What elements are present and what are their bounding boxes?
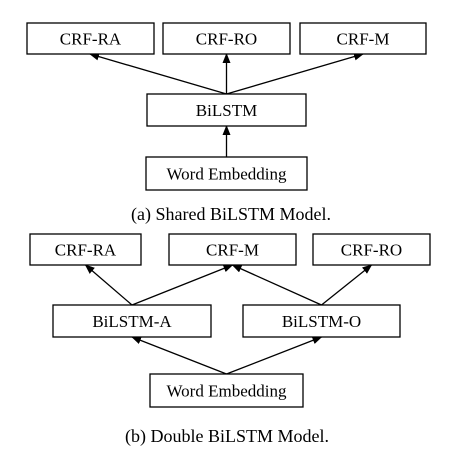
node-b-crf-ro: CRF-RO [312, 233, 431, 266]
node-b-crf-m: CRF-M [168, 233, 297, 266]
node-b-bilstm-o: BiLSTM-O [242, 304, 401, 338]
diagram-b-edges [84, 264, 373, 375]
node-a-bilstm-label: BiLSTM [196, 101, 257, 120]
caption-a: (a) Shared BiLSTM Model. [131, 204, 331, 225]
node-b-crf-ra-label: CRF-RA [55, 241, 117, 260]
node-a-bilstm: BiLSTM [146, 93, 307, 127]
node-a-crf-ro-label: CRF-RO [196, 30, 257, 49]
caption-b: (b) Double BiLSTM Model. [125, 426, 329, 447]
shared-bilstm-diagram: CRF-RA CRF-RO CRF-M BiLSTM Word Embeddin… [26, 22, 427, 225]
node-b-crf-ro-label: CRF-RO [341, 241, 402, 260]
node-a-crf-ro: CRF-RO [162, 22, 291, 55]
double-bilstm-diagram: CRF-RA CRF-M CRF-RO BiLSTM-A BiLSTM-O Wo… [29, 233, 431, 447]
b-edge-bilstm-o-to-crf-m [231, 264, 322, 306]
b-edge-bilstm-a-to-crf-m [131, 264, 234, 306]
a-edge-bilstm-to-crf-ra [89, 52, 227, 95]
node-a-crf-m-label: CRF-M [337, 30, 390, 49]
diagram-a-edges [89, 52, 364, 157]
a-edge-bilstm-to-crf-m [226, 52, 364, 95]
node-b-bilstm-a: BiLSTM-A [52, 304, 212, 338]
b-edge-bilstm-a-to-crf-ra [84, 264, 133, 306]
node-b-crf-ra: CRF-RA [29, 233, 142, 266]
node-b-crf-m-label: CRF-M [206, 241, 259, 260]
node-b-word-embedding-label: Word Embedding [167, 382, 287, 401]
b-edge-word-embedding-to-bilstm-o [226, 336, 323, 375]
b-edge-word-embedding-to-bilstm-a [131, 336, 227, 375]
node-b-word-embedding: Word Embedding [149, 373, 304, 408]
node-a-word-embedding: Word Embedding [145, 156, 308, 191]
b-edge-bilstm-o-to-crf-ro [321, 264, 373, 306]
node-b-bilstm-a-label: BiLSTM-A [92, 312, 172, 331]
node-a-word-embedding-label: Word Embedding [167, 165, 287, 184]
node-b-bilstm-o-label: BiLSTM-O [282, 312, 361, 331]
node-a-crf-ra-label: CRF-RA [60, 30, 122, 49]
node-a-crf-ra: CRF-RA [26, 22, 155, 55]
node-a-crf-m: CRF-M [299, 22, 427, 55]
